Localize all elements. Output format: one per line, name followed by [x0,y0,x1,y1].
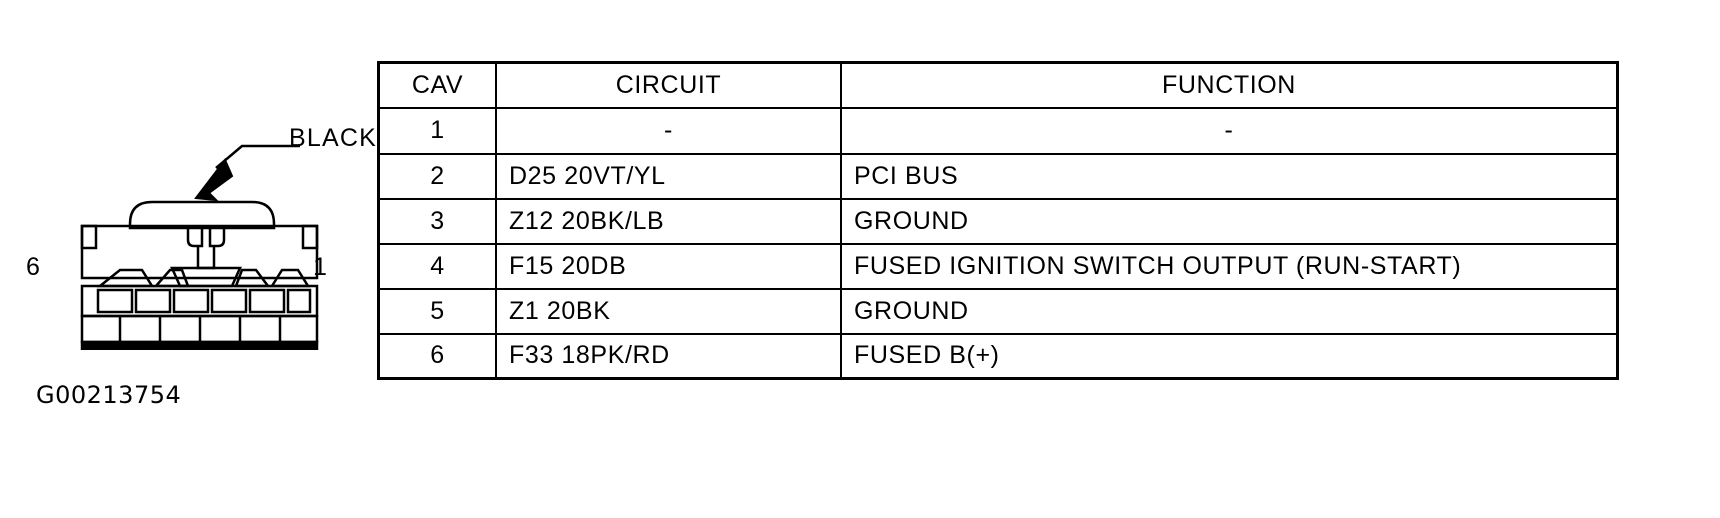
table-row: 2 D25 20VT/YL PCI BUS [377,152,1619,200]
cell-cav: 1 [377,106,497,155]
cell-circuit: D25 20VT/YL [495,152,842,200]
cell-circuit: F33 18PK/RD [495,332,842,380]
cell-function: GROUND [840,287,1619,335]
column-header-circuit: CIRCUIT [495,61,842,109]
cell-circuit: Z12 20BK/LB [495,197,842,245]
table-header-row: CAV CIRCUIT FUNCTION [377,61,1619,109]
cell-cav: 2 [377,152,497,200]
cell-circuit: - [495,106,842,155]
table-row: 6 F33 18PK/RD FUSED B(+) [377,332,1619,380]
table-row: 1 - - [377,106,1619,155]
pin-number-right: 1 [313,253,327,281]
column-header-cav: CAV [377,61,497,109]
connector-illustration [20,100,370,350]
cell-cav: 3 [377,197,497,245]
cell-cav: 6 [377,332,497,380]
figure-reference-number: G00213754 [36,381,182,409]
cavity-circuit-table: CAV CIRCUIT FUNCTION 1 - - 2 D25 20VT/YL… [377,61,1619,380]
table-row: 4 F15 20DB FUSED IGNITION SWITCH OUTPUT … [377,242,1619,290]
cell-function: - [840,106,1619,155]
column-header-function: FUNCTION [840,61,1619,109]
table-row: 3 Z12 20BK/LB GROUND [377,197,1619,245]
pin-number-left: 6 [26,253,40,281]
table-row: 5 Z1 20BK GROUND [377,287,1619,335]
connector-color-label: BLACK [289,124,377,152]
cell-function: FUSED IGNITION SWITCH OUTPUT (RUN-START) [840,242,1619,290]
table-header: CAV CIRCUIT FUNCTION [377,61,1619,109]
connector-drawing [80,144,319,350]
cell-function: GROUND [840,197,1619,245]
cell-circuit: Z1 20BK [495,287,842,335]
table-body: 1 - - 2 D25 20VT/YL PCI BUS 3 Z12 20BK/L… [377,106,1619,380]
cell-function: FUSED B(+) [840,332,1619,380]
cell-cav: 5 [377,287,497,335]
cell-function: PCI BUS [840,152,1619,200]
cell-cav: 4 [377,242,497,290]
cell-circuit: F15 20DB [495,242,842,290]
